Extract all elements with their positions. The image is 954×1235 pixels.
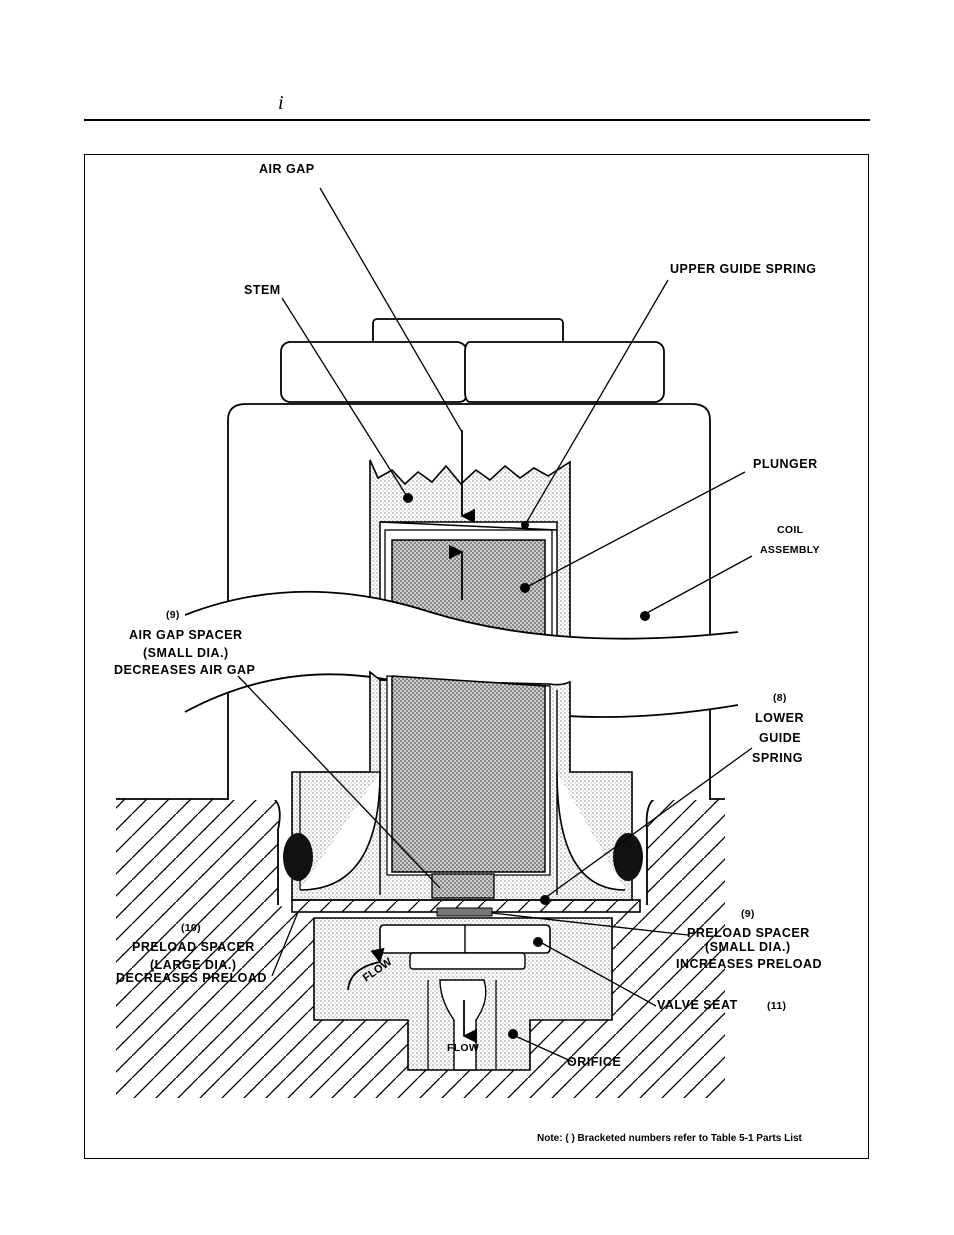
- label-preload-small-2: (SMALL DIA.): [705, 940, 791, 954]
- label-stem: STEM: [244, 283, 281, 297]
- label-lower-guide-1: LOWER: [755, 711, 805, 725]
- label-upper-guide-spring: UPPER GUIDE SPRING: [670, 262, 817, 276]
- label-coil-2: ASSEMBLY: [760, 544, 820, 556]
- leader-dots: [403, 493, 650, 1039]
- label-air-gap-spacer-1: AIR GAP SPACER: [129, 628, 243, 642]
- label-preload-small-3: INCREASES PRELOAD: [676, 957, 823, 971]
- label-preload-small-num: (9): [741, 908, 755, 920]
- label-plunger: PLUNGER: [753, 457, 818, 471]
- header-rule: [84, 119, 870, 121]
- label-air-gap-spacer-3: DECREASES AIR GAP: [114, 663, 256, 677]
- label-air-gap: AIR GAP: [259, 162, 315, 176]
- label-preload-large-3: DECREASES PRELOAD: [116, 971, 267, 985]
- label-preload-large-1: PRELOAD SPACER: [132, 940, 255, 954]
- break-gap: [185, 591, 738, 717]
- valve-seat-block: [313, 917, 613, 1071]
- label-preload-large-num: (10): [181, 922, 201, 934]
- top-nut: [280, 318, 665, 403]
- o-ring-left: [283, 833, 313, 881]
- label-orifice: ORIFICE: [567, 1055, 622, 1069]
- label-preload-small-1: PRELOAD SPACER: [687, 926, 810, 940]
- label-valve-seat: VALVE SEAT: [657, 998, 738, 1012]
- label-coil-1: COIL: [777, 524, 804, 536]
- figure-note: Note: ( ) Bracketed numbers refer to Tab…: [537, 1133, 802, 1144]
- label-preload-large-2: (LARGE DIA.): [150, 958, 237, 972]
- label-lower-guide-3: SPRING: [752, 751, 803, 765]
- label-flow-outlet: FLOW: [447, 1042, 480, 1054]
- lower-guide-spring-plate: [291, 899, 641, 917]
- o-ring-right: [613, 833, 643, 881]
- label-lower-guide-2: GUIDE: [759, 731, 802, 745]
- label-air-gap-spacer-num: (9): [166, 609, 180, 621]
- plunger-bore-lower: [291, 670, 633, 901]
- leader-lines: [237, 187, 753, 1063]
- figure-frame: [84, 154, 869, 1159]
- label-lower-guide-num: (8): [773, 692, 787, 704]
- label-valve-seat-num: (11): [767, 1000, 787, 1012]
- break-line-upper: [184, 590, 739, 640]
- header-page-mark: i: [278, 92, 284, 114]
- label-air-gap-spacer-2: (SMALL DIA.): [143, 646, 229, 660]
